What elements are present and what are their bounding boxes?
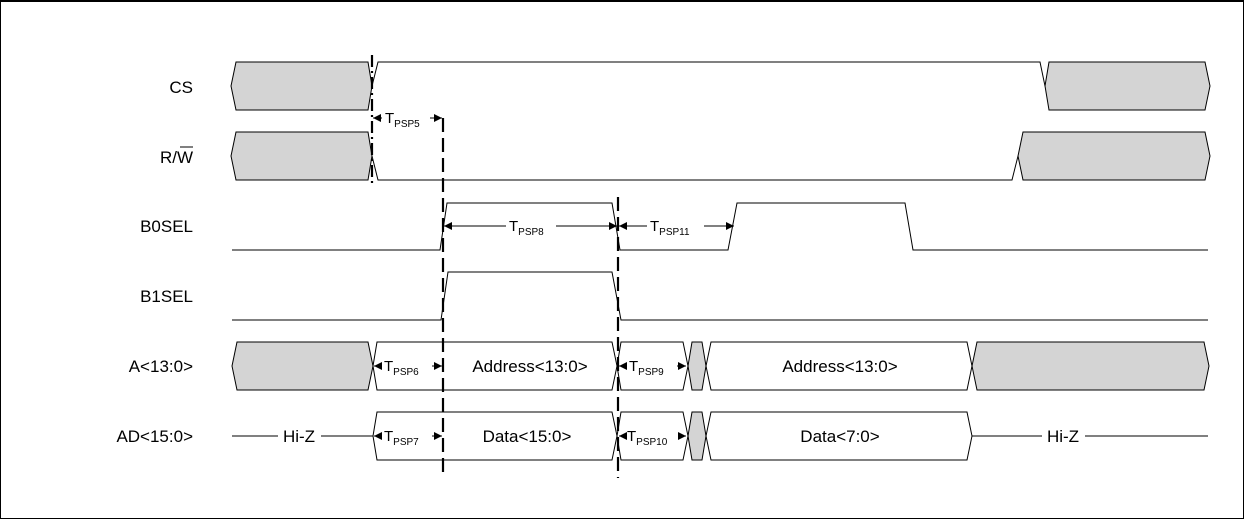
a-bus-transition — [687, 341, 707, 391]
tpsp6-label: TPSP6 — [384, 358, 419, 378]
signal-label-cs: CS — [169, 78, 193, 97]
a-bus-undefined-end — [971, 341, 1210, 391]
rw-waveform — [230, 131, 1211, 181]
rw-undefined-end — [1017, 131, 1211, 181]
timing-tpsp5: TPSP5 — [373, 110, 442, 130]
timing-tpsp7: TPSP7 — [374, 428, 442, 448]
ad-bus-waveform: Hi-Z Hi-Z Data<15:0> Data<7:0> — [232, 411, 1208, 461]
ad-bus-data-label-1: Data<15:0> — [483, 427, 572, 446]
cs-undefined-end — [1044, 61, 1211, 111]
signal-label-ad-bus: AD<15:0> — [116, 427, 193, 446]
svg-text:R/W: R/W — [160, 148, 193, 167]
a-bus-waveform: Address<13:0> Address<13:0> — [231, 341, 1210, 391]
tpsp7-label: TPSP7 — [384, 428, 419, 448]
rw-w-part: W — [177, 148, 193, 167]
signal-label-b1sel: B1SEL — [140, 287, 193, 306]
a-bus-address-label-2: Address<13:0> — [782, 357, 897, 376]
signal-label-b0sel: B0SEL — [140, 217, 193, 236]
tpsp9-label: TPSP9 — [629, 358, 664, 378]
cs-low-line — [371, 61, 1046, 87]
tpsp11-label: TPSP11 — [650, 218, 690, 238]
a-bus-undefined-start — [231, 341, 374, 391]
timing-tpsp9: TPSP9 — [619, 358, 686, 378]
rw-undefined-start — [230, 131, 373, 181]
timing-tpsp11: TPSP11 — [619, 218, 734, 238]
ad-bus-hiz-label-1: Hi-Z — [283, 427, 315, 446]
b1sel-waveform — [232, 271, 1208, 321]
rw-r-part: R/ — [160, 148, 177, 167]
timing-tpsp6: TPSP6 — [374, 358, 442, 378]
ad-bus-transition — [687, 411, 707, 461]
a-bus-address-label-1: Address<13:0> — [472, 357, 587, 376]
signal-label-rw: R/W — [160, 146, 193, 167]
timing-tpsp8: TPSP8 — [444, 218, 617, 238]
signal-label-a-bus: A<13:0> — [129, 357, 193, 376]
cs-waveform — [230, 61, 1211, 111]
timing-tpsp10: TPSP10 — [619, 428, 686, 448]
rw-line — [371, 155, 1019, 181]
tpsp8-label: TPSP8 — [509, 218, 544, 238]
tpsp5-label: TPSP5 — [385, 110, 420, 130]
ad-bus-hiz-label-2: Hi-Z — [1047, 427, 1079, 446]
tpsp10-label: TPSP10 — [627, 428, 668, 448]
cs-undefined-start — [230, 61, 373, 111]
ad-bus-data-label-2: Data<7:0> — [800, 427, 879, 446]
